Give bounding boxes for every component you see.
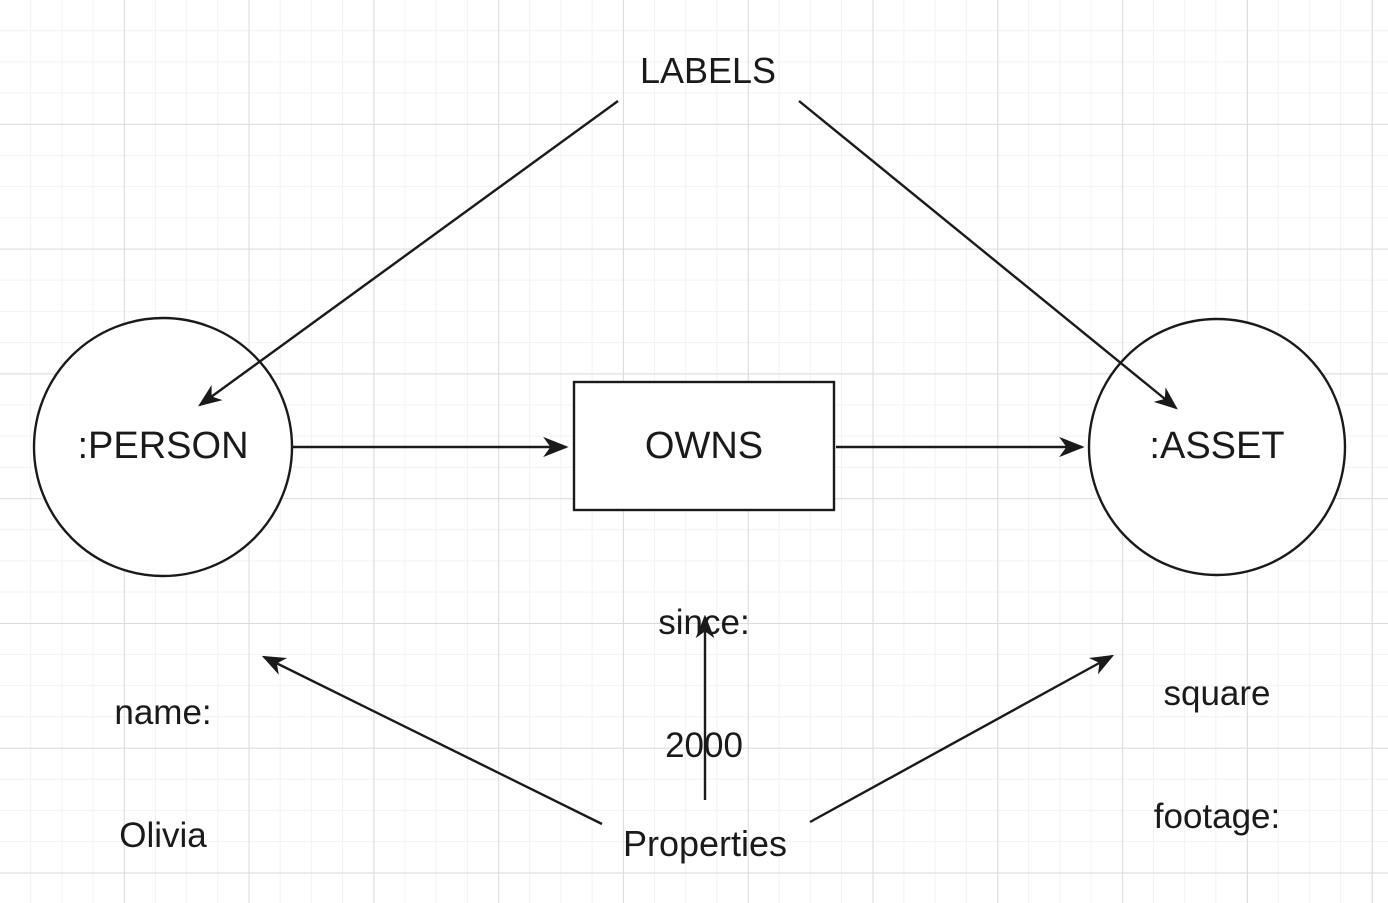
property-line: square — [1163, 673, 1271, 713]
node-owns-rect[interactable] — [572, 380, 836, 512]
node-asset-circle[interactable] — [1087, 317, 1347, 577]
node-label-person: :PERSON — [77, 425, 249, 467]
property-label-person: name: Olivia — [43, 609, 283, 903]
annotation-labels: LABELS — [639, 50, 777, 91]
node-person-circle[interactable] — [32, 316, 294, 578]
property-line: footage: — [1153, 797, 1281, 837]
property-label-asset: square footage: 3000 — [1097, 590, 1337, 903]
pointer-properties-to-person-property[interactable] — [261, 655, 603, 826]
property-line: Olivia — [119, 816, 207, 856]
property-line: since: — [658, 602, 750, 642]
node-label-owns: OWNS — [644, 425, 764, 467]
pointer-labels-to-asset[interactable] — [798, 100, 1178, 410]
pointer-labels-to-person[interactable] — [198, 100, 619, 407]
annotation-properties: Properties — [622, 823, 788, 864]
property-line: 2000 — [665, 726, 743, 766]
pointer-properties-to-asset-property[interactable] — [809, 654, 1115, 824]
node-label-asset: :ASSET — [1149, 425, 1285, 467]
property-line: name: — [114, 692, 212, 732]
property-label-owns: since: 2000 — [584, 519, 824, 849]
